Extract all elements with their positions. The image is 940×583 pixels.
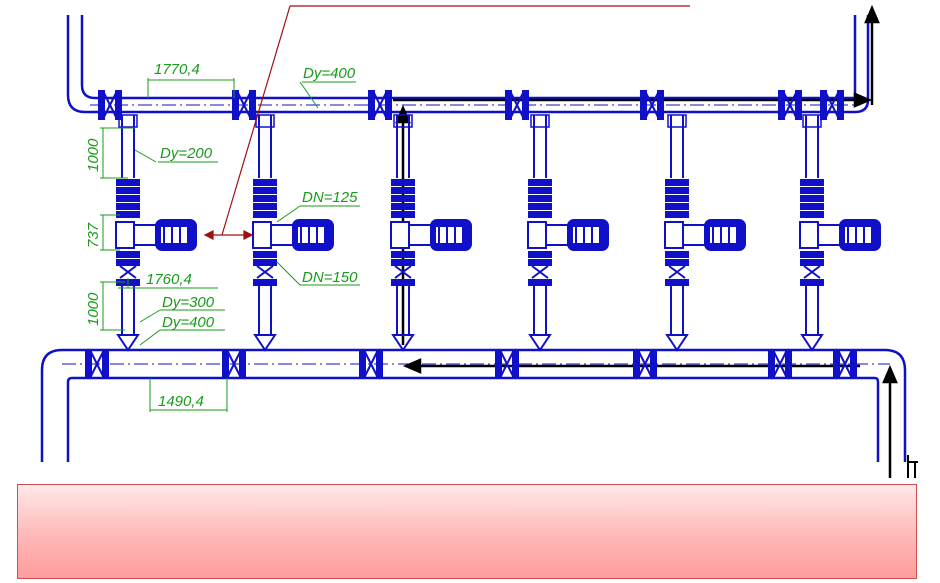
pump-motor-icon [390,219,472,251]
pump-motor-icon [252,219,334,251]
dim-vertical-bottom: 1000 [85,292,102,326]
gate-valve-icon [222,349,246,379]
dim-bottom-diam-1: Dy=300 [162,294,215,311]
gate-valve-icon [232,90,256,120]
gate-valve-icon [833,349,857,379]
pump-branch [799,114,881,352]
gate-valve-icon [85,349,109,379]
gate-valve-icon [633,349,657,379]
pump-branch [527,114,609,352]
dim-vertical-top: 1000 [85,138,102,172]
bottom-header-pipe [40,348,907,462]
pump-motor-icon [799,219,881,251]
top-header-pipe [66,15,870,114]
dim-pump-span: 1760,4 [146,271,192,288]
callout-box [17,484,917,579]
pump-motor-icon [527,219,609,251]
dim-bottom-span: 1490,4 [158,393,204,410]
gate-valve-icon [495,349,519,379]
gate-valve-icon [820,90,844,120]
pump-branch [390,114,472,352]
pump-branch [664,114,746,352]
gate-valve-icon [778,90,802,120]
dimension-labels: 1770,4 Dy=400 1000 Dy=200 737 DN=125 176… [85,61,358,410]
dim-top-span: 1770,4 [154,61,200,78]
pump-motor-icon [115,219,197,251]
gate-valve-icon [359,349,383,379]
dimension-lines [100,78,360,412]
gate-valve-icon [98,90,122,120]
pump-branch [115,114,197,352]
pump-branch [252,114,334,352]
dim-pump-height: 737 [85,222,102,248]
dim-dn-lower: DN=150 [302,269,358,286]
dim-bottom-diam-2: Dy=400 [162,314,215,331]
dim-branch-diameter: Dy=200 [160,145,213,162]
dim-dn-upper: DN=125 [302,189,358,206]
gate-valve-icon [640,90,664,120]
gate-valve-icon [768,349,792,379]
gate-valve-icon [505,90,529,120]
pump-motor-icon [664,219,746,251]
dim-header-diameter-top: Dy=400 [303,65,356,82]
callout-leader [203,5,690,240]
gate-valve-icon [368,90,392,120]
